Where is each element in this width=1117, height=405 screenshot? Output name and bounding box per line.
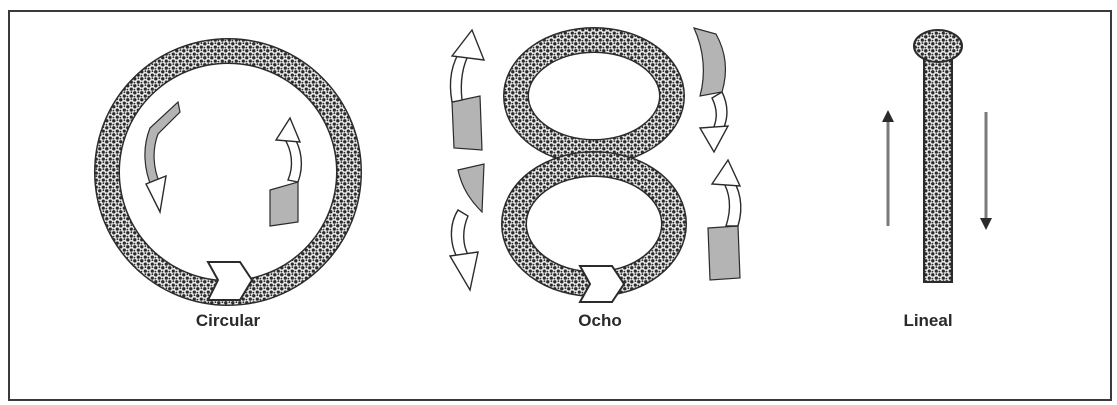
pattern-label-circular: Circular bbox=[196, 311, 260, 331]
circular-band bbox=[107, 51, 349, 293]
curved-arrow-down-icon bbox=[694, 28, 728, 152]
curved-arrow-up-icon bbox=[450, 30, 484, 150]
ocho-pattern bbox=[450, 28, 741, 302]
curved-arrow-up-icon bbox=[270, 118, 301, 226]
pattern-label-ocho: Ocho bbox=[578, 311, 621, 331]
lineal-band bbox=[914, 30, 962, 282]
curved-arrow-down-icon bbox=[450, 164, 484, 290]
ocho-band bbox=[514, 40, 674, 284]
curved-arrow-down-icon bbox=[145, 102, 180, 212]
lineal-pattern bbox=[882, 30, 992, 282]
arrow-down-icon bbox=[980, 112, 992, 230]
curved-arrow-up-icon bbox=[708, 160, 741, 280]
circular-pattern bbox=[107, 51, 349, 300]
pattern-label-lineal: Lineal bbox=[903, 311, 952, 331]
arrow-up-icon bbox=[882, 110, 894, 226]
